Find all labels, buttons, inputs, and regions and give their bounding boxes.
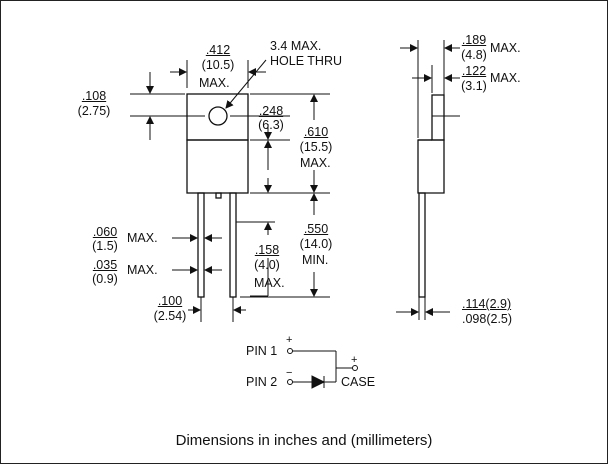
spacing-in: .100 xyxy=(157,294,183,308)
caption: Dimensions in inches and (millimeters) xyxy=(175,432,433,449)
tab-in: .108 xyxy=(81,89,107,103)
lead-side-b: .098(2.5) xyxy=(462,312,513,326)
pin1-terminal xyxy=(287,348,293,354)
body-in: .610 xyxy=(303,125,329,139)
mounting-hole xyxy=(208,106,228,126)
tab-mm: (2.75) xyxy=(77,104,111,118)
pitch-in: .158 xyxy=(254,243,280,257)
case-polarity: + xyxy=(351,354,358,366)
package-side-view xyxy=(417,94,445,298)
spacing-mm: (2.54) xyxy=(153,309,187,323)
pitch-mm: (4.0) xyxy=(254,258,280,272)
pin2-polarity: − xyxy=(286,367,293,379)
pin1-label: PIN 1 xyxy=(246,344,278,358)
pin2-terminal xyxy=(287,379,293,385)
body-mm: (15.5) xyxy=(299,140,333,154)
width-note: MAX. xyxy=(199,76,230,90)
side-tab xyxy=(431,94,445,141)
hole-pos-mm: (6.3) xyxy=(258,118,284,132)
body-note: MAX. xyxy=(300,156,331,170)
hole-size: 3.4 MAX. xyxy=(270,39,322,53)
lead-len-note: MIN. xyxy=(302,253,329,267)
package-body xyxy=(186,139,249,194)
lead-t-note: MAX. xyxy=(127,263,158,277)
lead-1 xyxy=(197,192,205,298)
lead-len-in: .550 xyxy=(303,222,329,236)
pin-schematic xyxy=(287,348,358,389)
width-in: .412 xyxy=(205,43,231,57)
tab-t-note: MAX. xyxy=(490,71,521,85)
package-front-view xyxy=(186,93,249,298)
package-tab xyxy=(186,93,249,141)
lead-w-note: MAX. xyxy=(127,231,158,245)
package-notch xyxy=(215,192,222,199)
tab-t-mm: (3.1) xyxy=(461,79,487,93)
thick-mm: (4.8) xyxy=(461,48,487,62)
lead-side-a: .114(2.9) xyxy=(462,297,512,311)
pitch-note: MAX. xyxy=(254,276,285,290)
tab-t-in: .122 xyxy=(461,64,487,78)
thick-in: .189 xyxy=(461,33,487,47)
side-lead xyxy=(418,192,426,298)
lead-t-mm: (0.9) xyxy=(92,272,118,286)
pin2-label: PIN 2 xyxy=(246,375,278,389)
side-dimension-lines xyxy=(396,40,460,320)
side-body xyxy=(417,139,445,194)
diode-symbol xyxy=(311,375,326,389)
hole-pos-in: .248 xyxy=(258,104,284,118)
lead-w-mm: (1.5) xyxy=(92,239,118,253)
lead-2 xyxy=(229,192,237,298)
lead-t-in: .035 xyxy=(92,258,118,272)
width-mm: (10.5) xyxy=(201,58,235,72)
thick-note: MAX. xyxy=(490,41,521,55)
hole-note: HOLE THRU xyxy=(270,54,343,68)
pin1-polarity: + xyxy=(286,334,293,346)
lead-w-in: .060 xyxy=(92,225,118,239)
dimension-lines xyxy=(130,59,330,322)
case-label: CASE xyxy=(341,375,376,389)
lead-len-mm: (14.0) xyxy=(299,237,333,251)
